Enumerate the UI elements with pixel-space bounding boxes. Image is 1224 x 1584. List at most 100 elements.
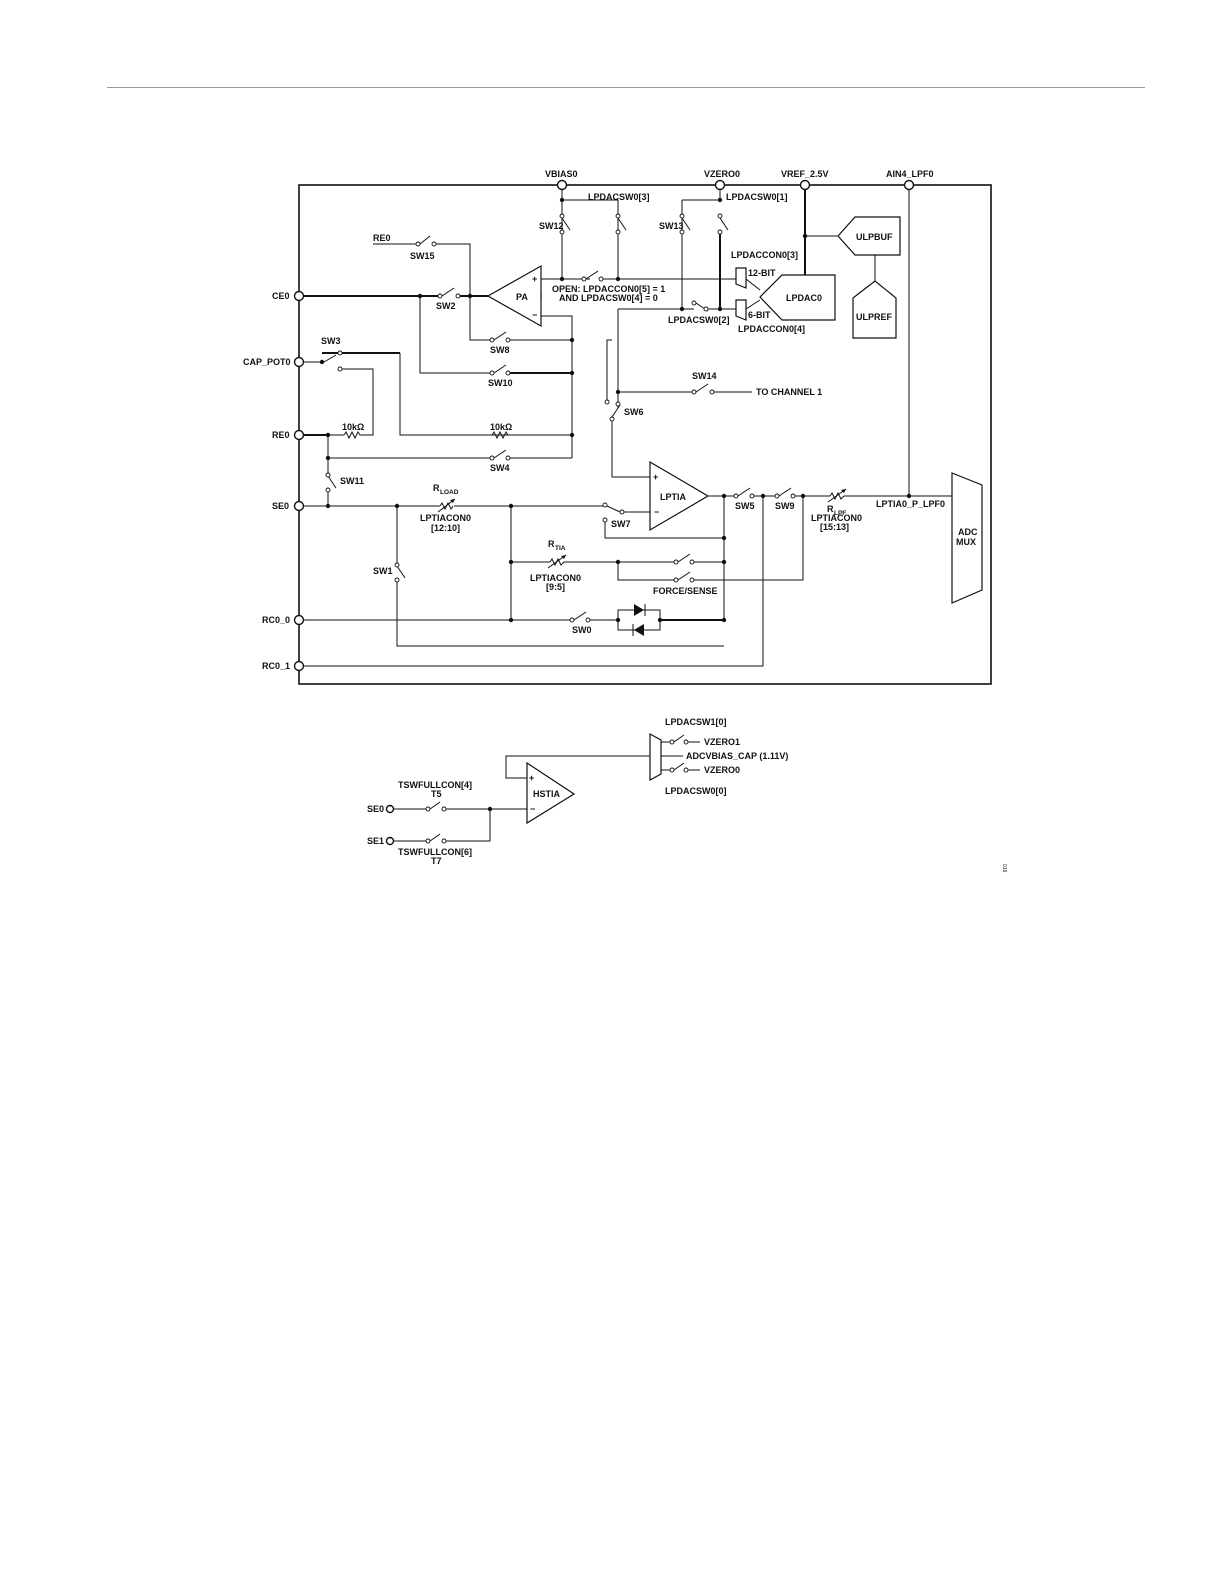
- pin-re0: [293, 429, 305, 441]
- pa-plus: +: [532, 274, 537, 284]
- resistor-rtia: [549, 557, 566, 567]
- label-ce0: CE0: [272, 291, 290, 301]
- label-sw4: SW4: [490, 463, 510, 473]
- mux-6bit: [735, 299, 747, 321]
- label-sw15: SW15: [410, 251, 435, 261]
- label-t5: T5: [431, 789, 442, 799]
- label-rload-reg-1: LPTIACON0: [420, 513, 471, 523]
- lpdac0-block: [759, 274, 836, 321]
- diode-pair: [632, 604, 646, 636]
- label-tswfullcon6: TSWFULLCON[6]: [398, 847, 472, 857]
- mux-12bit: [735, 267, 747, 289]
- label-lpdaccon0-3: LPDACCON0[3]: [731, 250, 798, 260]
- label-open-note-1: OPEN: LPDACCON0[5] = 1: [552, 284, 665, 294]
- pin-cap-pot0: [293, 356, 305, 368]
- label-lpdacsw0-3: LPDACSW0[3]: [588, 192, 650, 202]
- label-hs-se1: SE1: [367, 836, 384, 846]
- label-sw12: SW12: [539, 221, 564, 231]
- pin-vref: [799, 179, 811, 191]
- label-10k-a: 10kΩ: [342, 422, 364, 432]
- pa-minus: −: [532, 310, 537, 320]
- pa-amplifier: [486, 264, 542, 328]
- label-lpdacsw0-0: LPDACSW0[0]: [665, 786, 727, 796]
- ulpbuf-label: ULPBUF: [856, 232, 893, 242]
- junction-dots: [319, 197, 912, 623]
- label-force-sense: FORCE/SENSE: [653, 586, 718, 596]
- label-adcvbias: ADCVBIAS_CAP (1.11V): [686, 751, 788, 761]
- ulpref-block: [852, 280, 897, 339]
- pin-vzero0: [714, 179, 726, 191]
- label-sw6: SW6: [624, 407, 644, 417]
- label-lpdacsw0-1: LPDACSW0[1]: [726, 192, 788, 202]
- label-sw13: SW13: [659, 221, 684, 231]
- pin-ain4-lpf0: [903, 179, 915, 191]
- label-6bit: 6-BIT: [748, 310, 771, 320]
- label-to-channel1: TO CHANNEL 1: [756, 387, 822, 397]
- hstia-subcircuit: [385, 734, 700, 846]
- label-sw0: SW0: [572, 625, 592, 635]
- pin-rc0-0: [293, 614, 305, 626]
- label-rload-r: R: [433, 483, 440, 493]
- header-rule: [107, 87, 1145, 88]
- label-ain4-lpf0: AIN4_LPF0: [886, 169, 934, 179]
- resistor-rlpf: [829, 491, 846, 501]
- figure-number: 016: [1001, 864, 1007, 873]
- label-vzero1: VZERO1: [704, 737, 740, 747]
- label-sw2: SW2: [436, 301, 456, 311]
- lptia-label: LPTIA: [660, 492, 686, 502]
- label-cap-pot0: CAP_POT0: [243, 357, 291, 367]
- resistor-10k-a: [343, 430, 362, 440]
- label-sw8: SW8: [490, 345, 510, 355]
- label-lpdacsw0-2: LPDACSW0[2]: [668, 315, 730, 325]
- label-sw1: SW1: [373, 566, 393, 576]
- label-rtia-sub: TIA: [555, 545, 566, 552]
- label-hs-se0: SE0: [367, 804, 384, 814]
- label-t7: T7: [431, 856, 442, 866]
- pins: [293, 179, 915, 672]
- hstia-input-mux: [649, 732, 662, 782]
- label-sw14: SW14: [692, 371, 717, 381]
- label-sw5: SW5: [735, 501, 755, 511]
- label-lpdaccon0-4: LPDACCON0[4]: [738, 324, 805, 334]
- lptia-amplifier: [649, 460, 710, 532]
- label-rtia-reg-2: [9:5]: [546, 582, 565, 592]
- ulpref-label: ULPREF: [856, 312, 893, 322]
- lptia-plus: +: [653, 472, 658, 482]
- pin-ce0: [293, 290, 305, 302]
- switch-contacts: [323, 213, 796, 623]
- label-vref: VREF_2.5V: [781, 169, 829, 179]
- pa-label: PA: [516, 292, 528, 302]
- label-rlpf-reg-1: LPTIACON0: [811, 513, 862, 523]
- label-sw11: SW11: [340, 476, 364, 486]
- resistor-10k-b: [491, 430, 510, 440]
- hstia-amplifier: [526, 761, 576, 825]
- label-vzero0: VZERO0: [704, 169, 740, 179]
- lpdac0-label: LPDAC0: [786, 293, 822, 303]
- label-sw10: SW10: [488, 378, 513, 388]
- label-re0-in: RE0: [373, 233, 391, 243]
- label-sw9: SW9: [775, 501, 795, 511]
- label-rlpf-r: R: [827, 504, 834, 514]
- label-rc0-0: RC0_0: [262, 615, 290, 625]
- label-se0: SE0: [272, 501, 289, 511]
- label-rc0-1: RC0_1: [262, 661, 290, 671]
- label-sw3: SW3: [321, 336, 341, 346]
- label-tswfullcon4: TSWFULLCON[4]: [398, 780, 472, 790]
- hstia-minus: −: [530, 804, 535, 814]
- wires: [299, 185, 952, 667]
- label-12bit: 12-BIT: [748, 268, 776, 278]
- label-open-note-2: AND LPDACSW0[4] = 0: [559, 293, 658, 303]
- label-rload-reg-2: [12:10]: [431, 523, 460, 533]
- pin-se0: [293, 500, 305, 512]
- adc-mux-label-2: MUX: [956, 537, 976, 547]
- resistors: [343, 430, 847, 569]
- label-vbias0: VBIAS0: [545, 169, 578, 179]
- label-hs-vzero0: VZERO0: [704, 765, 740, 775]
- ulpbuf-block: [837, 216, 901, 256]
- label-rtia-r: R: [548, 539, 555, 549]
- hstia-label: HSTIA: [533, 789, 561, 799]
- label-lpdacsw1-0: LPDACSW1[0]: [665, 717, 727, 727]
- lptia-minus: −: [654, 507, 659, 517]
- adc-mux-block: [951, 472, 983, 604]
